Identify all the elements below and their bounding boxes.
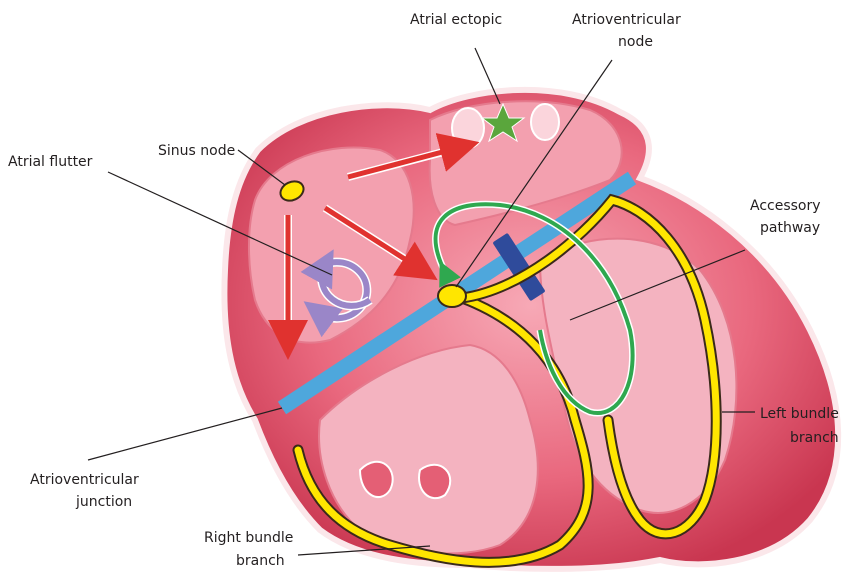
label-atrial-ectopic: Atrial ectopic bbox=[410, 12, 502, 28]
av-node bbox=[438, 285, 466, 307]
label-av-node-line1: Atrioventricular bbox=[572, 12, 681, 28]
label-right-bundle-line1: Right bundle bbox=[204, 530, 293, 546]
label-av-junction-line1: Atrioventricular bbox=[30, 472, 139, 488]
label-left-bundle-line2: branch bbox=[790, 430, 839, 446]
label-accessory-line1: Accessory bbox=[750, 198, 821, 214]
label-accessory-line2: pathway bbox=[760, 220, 820, 236]
valve-ring-right bbox=[531, 104, 559, 140]
label-right-bundle-line2: branch bbox=[236, 553, 285, 569]
label-av-junction-line2: junction bbox=[75, 494, 132, 510]
label-av-node-line2: node bbox=[618, 34, 653, 50]
label-sinus-node: Sinus node bbox=[158, 143, 235, 159]
leader-av-junction bbox=[88, 408, 282, 460]
label-atrial-flutter: Atrial flutter bbox=[8, 154, 93, 170]
label-left-bundle-line1: Left bundle bbox=[760, 406, 839, 422]
